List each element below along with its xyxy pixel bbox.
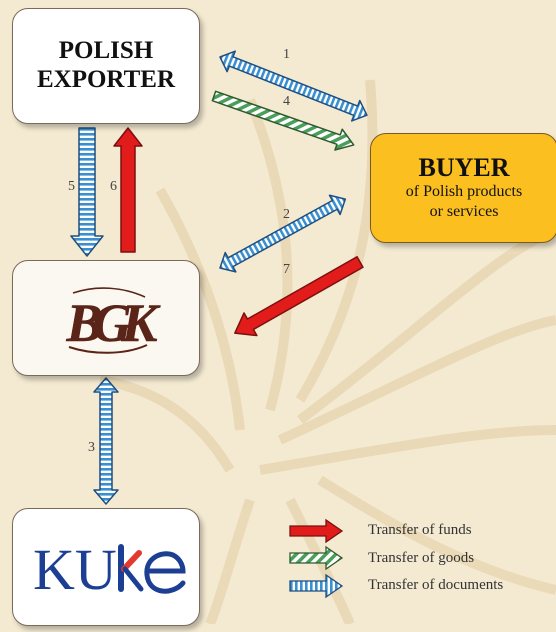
bgk-bank-box: BGK	[12, 260, 200, 376]
legend-goods-label: Transfer of goods	[368, 550, 475, 566]
flow-number-2: 2	[283, 207, 290, 222]
buyer-line2: or services	[429, 203, 499, 221]
buyer-line1: of Polish products	[405, 183, 523, 201]
arrow-1-documents	[219, 50, 368, 122]
kuke-logo: KU	[33, 537, 186, 602]
arrow-4-goods	[211, 90, 355, 151]
polish-exporter-box: POLISH EXPORTER	[12, 8, 200, 124]
arrow-2-documents	[219, 194, 347, 273]
flow-number-7: 7	[283, 262, 290, 277]
legend-documents-label: Transfer of documents	[368, 577, 504, 593]
arrow-5-documents	[70, 127, 104, 257]
legend-documents-swatch	[289, 573, 344, 599]
kuke-box: KU	[12, 508, 200, 626]
legend-funds-label: Transfer of funds	[368, 522, 472, 538]
svg-text:KU: KU	[33, 537, 117, 602]
arrow-6-funds	[113, 127, 143, 253]
buyer-box: BUYER of Polish products or services	[370, 133, 556, 243]
svg-text:BGK: BGK	[65, 293, 161, 353]
flow-number-4: 4	[283, 94, 290, 109]
exporter-line1: POLISH	[58, 37, 154, 65]
bgk-logo: BGK	[65, 287, 172, 354]
legend-goods-swatch	[289, 545, 344, 571]
legend-funds-swatch	[289, 518, 344, 544]
flow-number-3: 3	[88, 440, 95, 455]
arrow-3-documents	[93, 377, 119, 505]
arrow-7-funds	[234, 256, 364, 337]
flow-number-6: 6	[110, 179, 117, 194]
flow-number-5: 5	[68, 179, 75, 194]
flow-number-1: 1	[283, 47, 290, 62]
exporter-line2: EXPORTER	[36, 66, 176, 93]
buyer-title: BUYER	[418, 152, 510, 182]
